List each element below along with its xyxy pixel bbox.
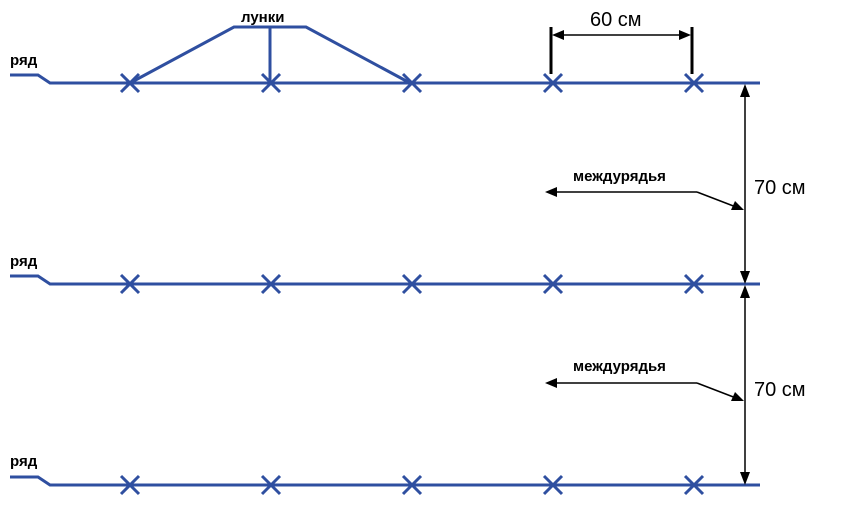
holes-label: лунки <box>241 9 284 26</box>
interrow-callout-diagonal-1 <box>696 191 737 208</box>
interrow-arrow-bottom-1 <box>740 271 750 284</box>
hole-mark-stroke <box>542 72 564 94</box>
hole-mark-stroke <box>119 474 141 496</box>
hole-mark <box>542 474 564 496</box>
hole-mark-stroke <box>260 273 282 295</box>
interrow-distance-label-1: 70 см <box>754 177 806 199</box>
interrow-arrow-bottom-2 <box>740 472 750 485</box>
hole-mark <box>683 474 705 496</box>
hole-mark <box>119 273 141 295</box>
hole-mark <box>260 474 282 496</box>
interrow-callout-arrow-2 <box>545 378 557 388</box>
hole-mark <box>542 72 564 94</box>
hole-mark-stroke <box>683 474 705 496</box>
spacing-arrow-left <box>552 30 564 40</box>
hole-mark-stroke <box>260 474 282 496</box>
hole-mark-stroke <box>683 72 705 94</box>
interrow-arrow-top-1 <box>740 84 750 97</box>
interrow-callout-tip-1 <box>731 201 744 210</box>
spacing-label: 60 см <box>590 9 642 31</box>
hole-mark <box>542 273 564 295</box>
spacing-arrow-right <box>679 30 691 40</box>
row-label-1: ряд <box>10 52 38 69</box>
hole-mark <box>119 474 141 496</box>
hole-mark-stroke <box>542 273 564 295</box>
hole-mark-stroke <box>119 273 141 295</box>
hole-mark <box>401 273 423 295</box>
hole-mark <box>401 72 423 94</box>
hole-mark-stroke <box>542 474 564 496</box>
interrow-distance-label-2: 70 см <box>754 379 806 401</box>
hole-mark-stroke <box>401 474 423 496</box>
hole-mark-stroke <box>401 273 423 295</box>
interrow-callout-tip-2 <box>731 392 744 401</box>
hole-mark <box>401 474 423 496</box>
row-line-3 <box>10 475 760 487</box>
hole-mark-stroke <box>683 273 705 295</box>
hole-mark <box>260 273 282 295</box>
hole-mark-stroke <box>401 72 423 94</box>
row-line-2 <box>10 274 760 286</box>
interrow-label-1: междурядья <box>573 168 666 185</box>
interrow-arrow-top-2 <box>740 285 750 298</box>
holes-pointer <box>129 25 411 85</box>
interrow-callout-diagonal-2 <box>696 382 737 399</box>
hole-mark <box>683 72 705 94</box>
row-label-2: ряд <box>10 253 38 270</box>
hole-marks <box>119 72 705 496</box>
row-label-3: ряд <box>10 453 38 470</box>
interrow-label-2: междурядья <box>573 358 666 375</box>
interrow-callout-arrow-1 <box>545 187 557 197</box>
hole-mark <box>683 273 705 295</box>
row-line-1 <box>10 73 760 85</box>
